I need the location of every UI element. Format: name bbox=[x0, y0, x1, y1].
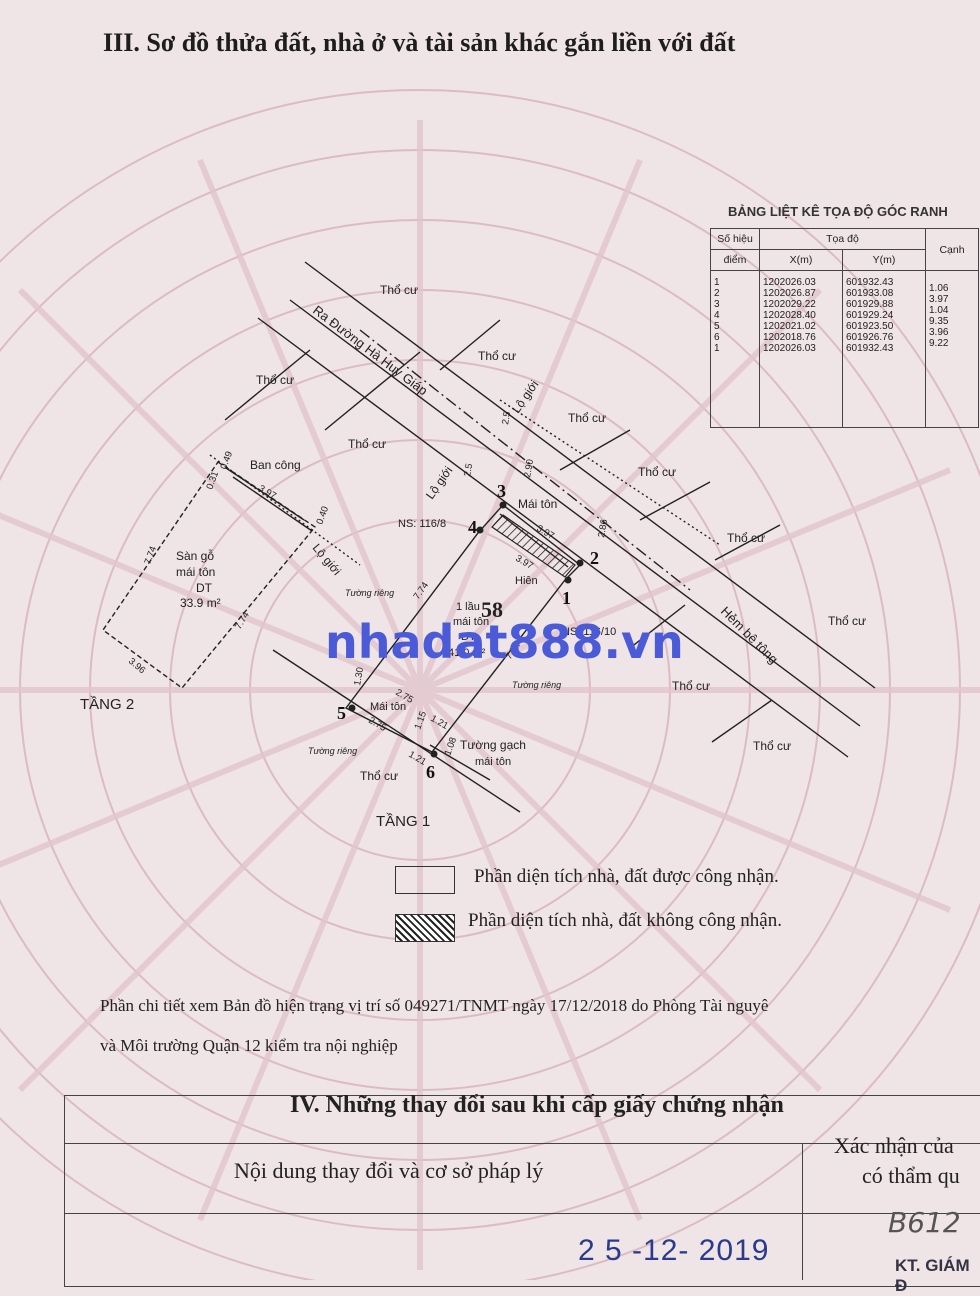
point-3-marker bbox=[499, 501, 507, 509]
san-go-label: Sàn gỗ bbox=[176, 548, 214, 563]
tho-cu-label: Thổ cư bbox=[727, 531, 765, 545]
tho-cu-label: Thổ cư bbox=[638, 465, 676, 479]
dim-label: 2.5 bbox=[500, 411, 513, 426]
stamp-text: KT. GIÁM Đ bbox=[895, 1256, 970, 1295]
tho-cu-label: Thổ cư bbox=[478, 349, 516, 363]
dim-label: 1.21 bbox=[407, 749, 429, 768]
content-column-header: Nội dung thay đổi và cơ sở pháp lý bbox=[234, 1158, 544, 1183]
section-4-divider bbox=[64, 1143, 980, 1144]
dim-label: 2.75 bbox=[367, 715, 389, 734]
coordinate-table-title: BẢNG LIỆT KÊ TỌA ĐỘ GÓC RANH bbox=[728, 204, 948, 219]
watermark: nhadat888.vn bbox=[325, 615, 684, 669]
dt-label-floor1: DT bbox=[461, 631, 476, 643]
ns-label-2: NS: 116/10 bbox=[562, 626, 616, 638]
alley-label: Hẻm bê tông bbox=[718, 604, 781, 667]
section-4-column-divider bbox=[802, 1143, 803, 1280]
dim-label: 1.21 bbox=[429, 713, 451, 732]
tho-cu-label: Thổ cư bbox=[360, 769, 398, 783]
dim-label: 2.5 bbox=[462, 463, 475, 478]
point-label-6: 6 bbox=[426, 762, 435, 782]
mai-ton-label-rear: mái tôn bbox=[475, 756, 511, 768]
road-label: Ra Đường Hà Huy Giáp bbox=[310, 302, 430, 398]
dim-label: 0.40 bbox=[314, 505, 331, 526]
point-6-marker bbox=[430, 750, 438, 758]
legend-not-recognized-text: Phần diện tích nhà, đất không công nhận. bbox=[468, 910, 782, 931]
point-label-3: 3 bbox=[497, 481, 506, 501]
tuong-rieng-label: Tường riêng bbox=[512, 680, 561, 690]
tuong-rieng-label: Tường riêng bbox=[345, 588, 394, 598]
dim-label: 2.86 bbox=[596, 518, 610, 538]
lau-label: 1 lầu bbox=[456, 601, 480, 613]
tuong-rieng-label: Tường riêng bbox=[308, 746, 357, 756]
dim-label: 3.97 bbox=[257, 483, 279, 502]
handwritten-note: B612 bbox=[888, 1206, 961, 1239]
change-date: 2 5 -12- 2019 bbox=[578, 1234, 770, 1267]
tho-cu-label: Thổ cư bbox=[753, 739, 791, 753]
legend-recognized-swatch bbox=[395, 866, 455, 894]
point-label-2: 2 bbox=[590, 548, 599, 568]
dim-label: 7.74 bbox=[142, 545, 159, 566]
point-1-marker bbox=[564, 576, 572, 584]
tho-cu-label: Thổ cư bbox=[256, 373, 294, 387]
section-4-divider bbox=[64, 1213, 980, 1214]
tuong-gach-label: Tường gạch bbox=[460, 738, 526, 752]
point-2-marker bbox=[576, 559, 584, 567]
dim-label: 7.74 bbox=[233, 610, 252, 632]
tho-cu-label: Thổ cư bbox=[380, 283, 418, 297]
floor1-area: 41.0 m² bbox=[448, 647, 486, 659]
dim-label: 3.97 bbox=[514, 553, 536, 572]
point-5-marker bbox=[348, 704, 356, 712]
dim-label: 0.49 bbox=[218, 450, 235, 471]
tho-cu-label: Thổ cư bbox=[828, 614, 866, 628]
confirm-column-header-2: có thẩm qu bbox=[862, 1163, 960, 1188]
tho-cu-label: Thổ cư bbox=[348, 437, 386, 451]
mai-ton-label-floor1: mái tôn bbox=[453, 616, 489, 628]
section-4-frame bbox=[64, 1095, 980, 1287]
hatched-area bbox=[491, 514, 576, 578]
tho-cu-label: Thổ cư bbox=[568, 411, 606, 425]
note-line-1: Phần chi tiết xem Bản đồ hiện trạng vị t… bbox=[100, 996, 769, 1015]
lo-gioi-label: Lộ giới bbox=[423, 464, 455, 502]
col-so-hieu: Số hiệu bbox=[710, 228, 760, 250]
section-4-title: IV. Những thay đổi sau khi cấp giấy chứn… bbox=[290, 1092, 784, 1118]
col-canh: Cạnh bbox=[925, 228, 979, 271]
confirm-column-header: Xác nhận của bbox=[834, 1133, 954, 1158]
dim-label: 0.31 bbox=[204, 470, 221, 491]
dim-label: 1.15 bbox=[412, 710, 429, 731]
dim-label: 1.08 bbox=[442, 736, 459, 757]
point-label-1: 1 bbox=[562, 588, 571, 608]
lot-number: 58 bbox=[481, 597, 503, 622]
point-label-4: 4 bbox=[468, 517, 477, 537]
mai-ton-cap-label: Mái tôn bbox=[518, 497, 557, 511]
col-y: Y(m) bbox=[842, 249, 926, 271]
legend-recognized-text: Phần diện tích nhà, đất được công nhận. bbox=[474, 866, 779, 887]
dim-label: 1.30 bbox=[352, 666, 366, 686]
floor2-label: TẦNG 2 bbox=[80, 696, 134, 713]
hien-label: Hiên bbox=[515, 575, 538, 587]
mai-ton-cap-label-rear: Mái tôn bbox=[370, 701, 406, 713]
point-4-marker bbox=[476, 526, 484, 534]
point-label-5: 5 bbox=[337, 703, 346, 723]
ns-label-1: NS: 116/8 bbox=[398, 518, 446, 530]
lo-gioi-label: Lộ giới bbox=[509, 378, 541, 416]
ban-cong-label: Ban công bbox=[250, 458, 301, 472]
dim-label: 2.90 bbox=[522, 458, 536, 478]
floor1-label: TẦNG 1 bbox=[376, 813, 430, 830]
mai-ton-label-floor2: mái tôn bbox=[176, 565, 215, 579]
legend-not-recognized-swatch bbox=[395, 914, 455, 942]
note-line-2: và Môi trường Quận 12 kiểm tra nội nghiệ… bbox=[100, 1036, 398, 1055]
floor2-area: 33.9 m² bbox=[180, 596, 221, 610]
dt-label-floor2: DT bbox=[196, 581, 213, 595]
dim-label: 3.96 bbox=[126, 656, 147, 676]
lo-gioi-label: Lộ giới bbox=[310, 541, 344, 578]
tho-cu-label: Thổ cư bbox=[672, 679, 710, 693]
section-3-title: III. Sơ đồ thửa đất, nhà ở và tài sản kh… bbox=[103, 28, 736, 57]
